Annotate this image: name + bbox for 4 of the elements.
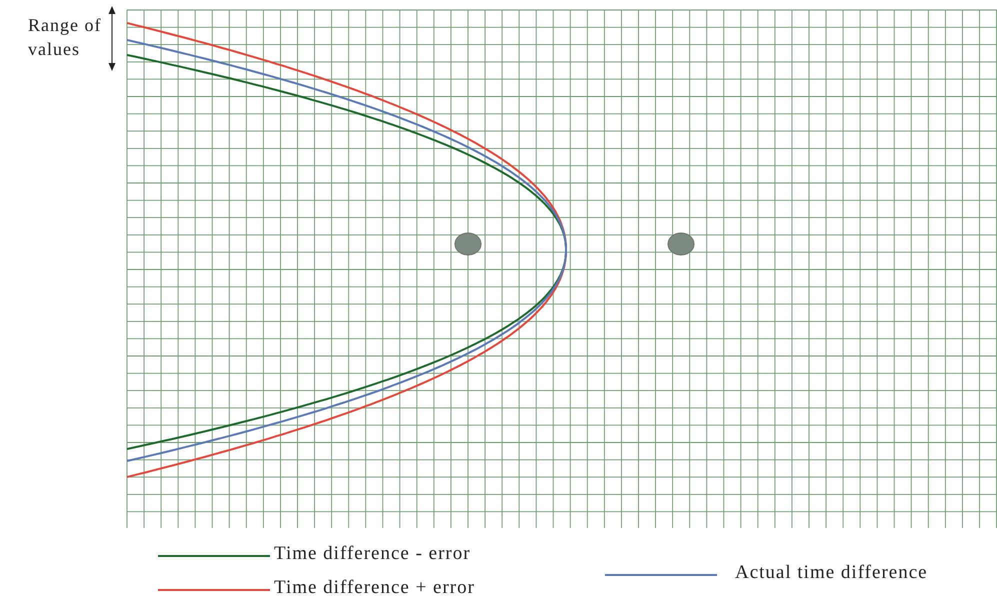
legend-text: Time difference + error	[274, 577, 475, 599]
legend-text: Actual time difference	[735, 562, 928, 584]
range-label: Range of values	[28, 14, 102, 61]
legend-text: Time difference - error	[274, 543, 471, 565]
